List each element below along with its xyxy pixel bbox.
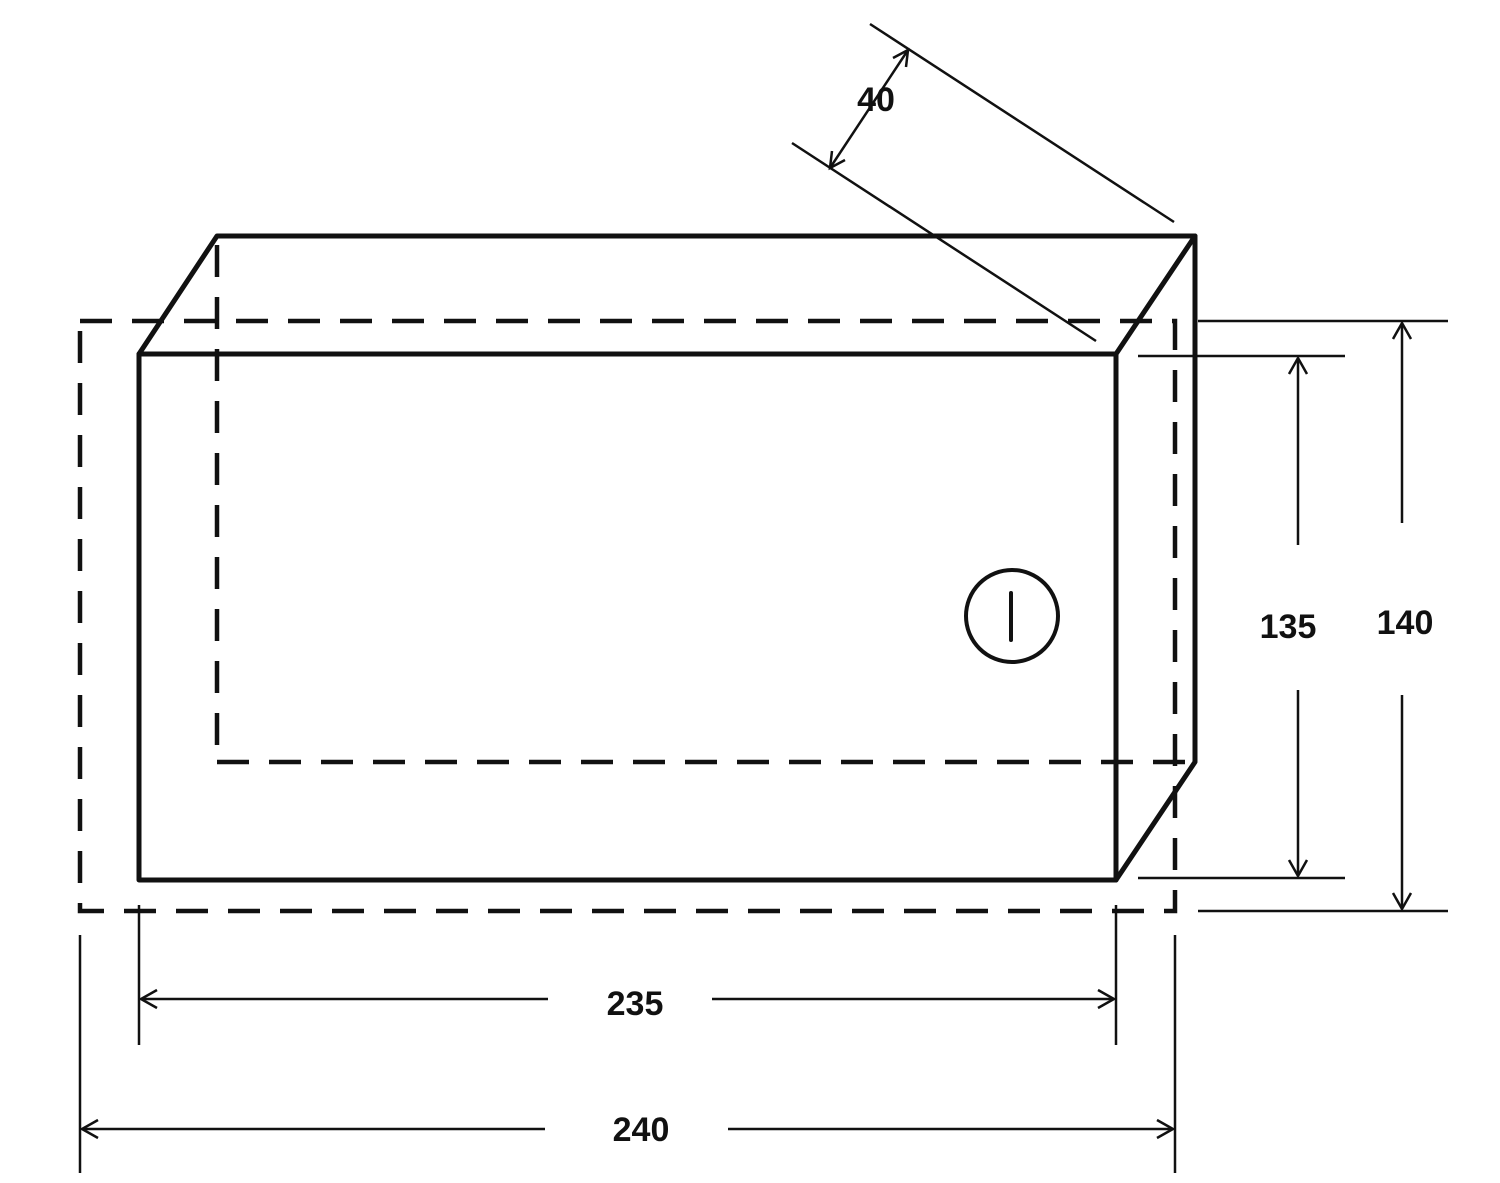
inner-width-dimension: 235 [137, 905, 1118, 1045]
box-front-face [136, 351, 1119, 883]
outer-height-dimension: 140 [1198, 319, 1448, 913]
inner-width-label: 235 [607, 985, 664, 1023]
inner-height-label: 135 [1260, 608, 1317, 646]
box-top-face [136, 233, 1198, 357]
outer-frame-hidden-outline [77, 318, 1178, 914]
outer-width-dimension: 240 [78, 935, 1177, 1173]
outer-height-label: 140 [1377, 604, 1434, 642]
depth-dimension: 40 [791, 22, 1175, 343]
outer-width-label: 240 [613, 1111, 670, 1149]
safe-box-body [136, 233, 1198, 883]
box-side-face [1113, 233, 1198, 883]
depth-label: 40 [857, 81, 895, 119]
inner-height-dimension: 135 [1138, 354, 1345, 880]
keyhole-lock-icon [964, 568, 1060, 664]
box-hidden-back-edges [214, 245, 1195, 765]
